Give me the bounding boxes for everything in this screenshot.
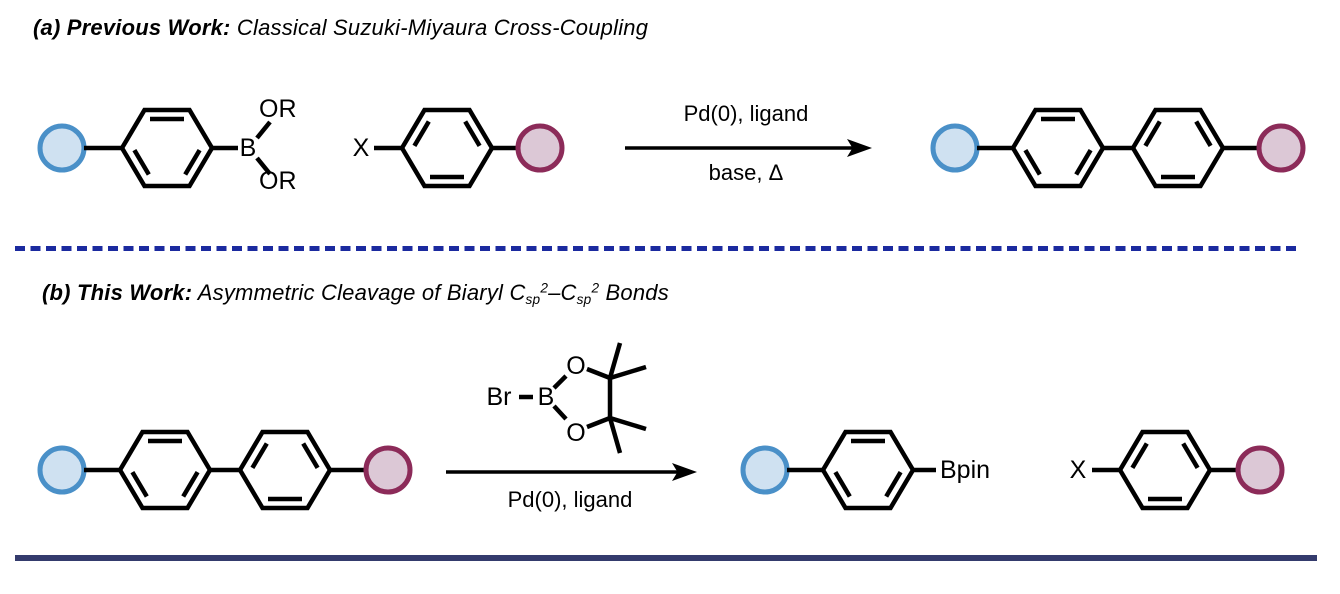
bond-line (552, 404, 568, 421)
section-a-heading-bold: (a) Previous Work: (33, 15, 231, 40)
section-a-heading-rest: Classical Suzuki-Miyaura Cross-Coupling (230, 15, 649, 40)
blue-substituent-sphere (37, 445, 87, 495)
aryl-halide-product-molecule: X (1070, 432, 1285, 508)
halide-x-label: X (353, 134, 370, 162)
bond-line (255, 156, 272, 176)
section-a-heading: (a) Previous Work: Classical Suzuki-Miya… (33, 15, 648, 41)
two-superscript: 2 (540, 280, 549, 296)
arrowhead-icon (672, 463, 697, 481)
benzene-ring (120, 432, 210, 508)
or-bottom-label: OR (259, 167, 297, 195)
benzene-ring (1120, 432, 1210, 508)
csp2-term: C (560, 280, 577, 305)
conditions-below-label: Pd(0), ligand (508, 487, 633, 512)
methyl-bond-line (609, 415, 647, 432)
benzene-ring (122, 110, 212, 186)
methyl-bond-line (607, 342, 623, 379)
boron-atom-label: B (240, 134, 257, 162)
pink-substituent-sphere (1256, 123, 1306, 173)
biaryl-product-molecule (930, 110, 1306, 186)
bond-line (586, 366, 611, 381)
benzene-ring (1133, 110, 1223, 186)
bromine-atom-label: Br (487, 383, 512, 411)
sp-subscript: sp (576, 291, 592, 307)
section-b-heading-pre: Asymmetric Cleavage of Biaryl (192, 280, 510, 305)
biaryl-substrate-molecule (37, 432, 413, 508)
bond-line (552, 374, 568, 390)
csp2-term: C (509, 280, 526, 305)
pink-substituent-sphere (363, 445, 413, 495)
reaction-a-scheme: B OR OR X Pd(0), ligand base, Δ (37, 95, 1306, 195)
dashed-divider-rule (15, 246, 1298, 251)
bpin-group-label: Bpin (940, 456, 990, 484)
bond-line (586, 415, 611, 430)
reaction-arrow-a: Pd(0), ligand base, Δ (625, 101, 872, 185)
benzene-ring (402, 110, 492, 186)
section-b-heading-bold: (b) This Work: (42, 280, 193, 305)
section-b-heading: (b) This Work: Asymmetric Cleavage of Bi… (42, 280, 669, 307)
aryl-halide-molecule: X (353, 110, 565, 186)
boron-atom-label: B (538, 383, 555, 411)
benzene-ring (1013, 110, 1103, 186)
pink-substituent-sphere (515, 123, 565, 173)
sp-subscript: sp (525, 291, 541, 307)
bond-line (255, 120, 272, 140)
two-superscript: 2 (591, 280, 600, 296)
halide-x-label: X (1070, 456, 1087, 484)
or-top-label: OR (259, 95, 297, 123)
methyl-bond-line (609, 364, 647, 381)
blue-substituent-sphere (740, 445, 790, 495)
pink-substituent-sphere (1235, 445, 1285, 495)
benzene-ring (823, 432, 913, 508)
blue-substituent-sphere (930, 123, 980, 173)
arylboronate-molecule: B OR OR (37, 95, 297, 195)
bromo-pinacolborane-reagent: Br B O O (487, 342, 647, 454)
conditions-below-label: base, Δ (709, 160, 784, 185)
arrowhead-icon (847, 139, 872, 157)
oxygen-bottom-label: O (566, 419, 585, 447)
benzene-ring (240, 432, 330, 508)
conditions-above-label: Pd(0), ligand (684, 101, 809, 126)
bottom-border-rule (15, 555, 1317, 561)
blue-substituent-sphere (37, 123, 87, 173)
section-b-heading-post: Bonds (599, 280, 669, 305)
methyl-bond-line (607, 417, 623, 454)
oxygen-top-label: O (566, 352, 585, 380)
reaction-b-scheme: Br B O O Pd(0), ligand Bpi (37, 342, 1285, 512)
aryl-bpin-product-molecule: Bpin (740, 432, 990, 508)
reaction-arrow-b: Pd(0), ligand (446, 463, 697, 512)
dash: – (548, 280, 561, 305)
